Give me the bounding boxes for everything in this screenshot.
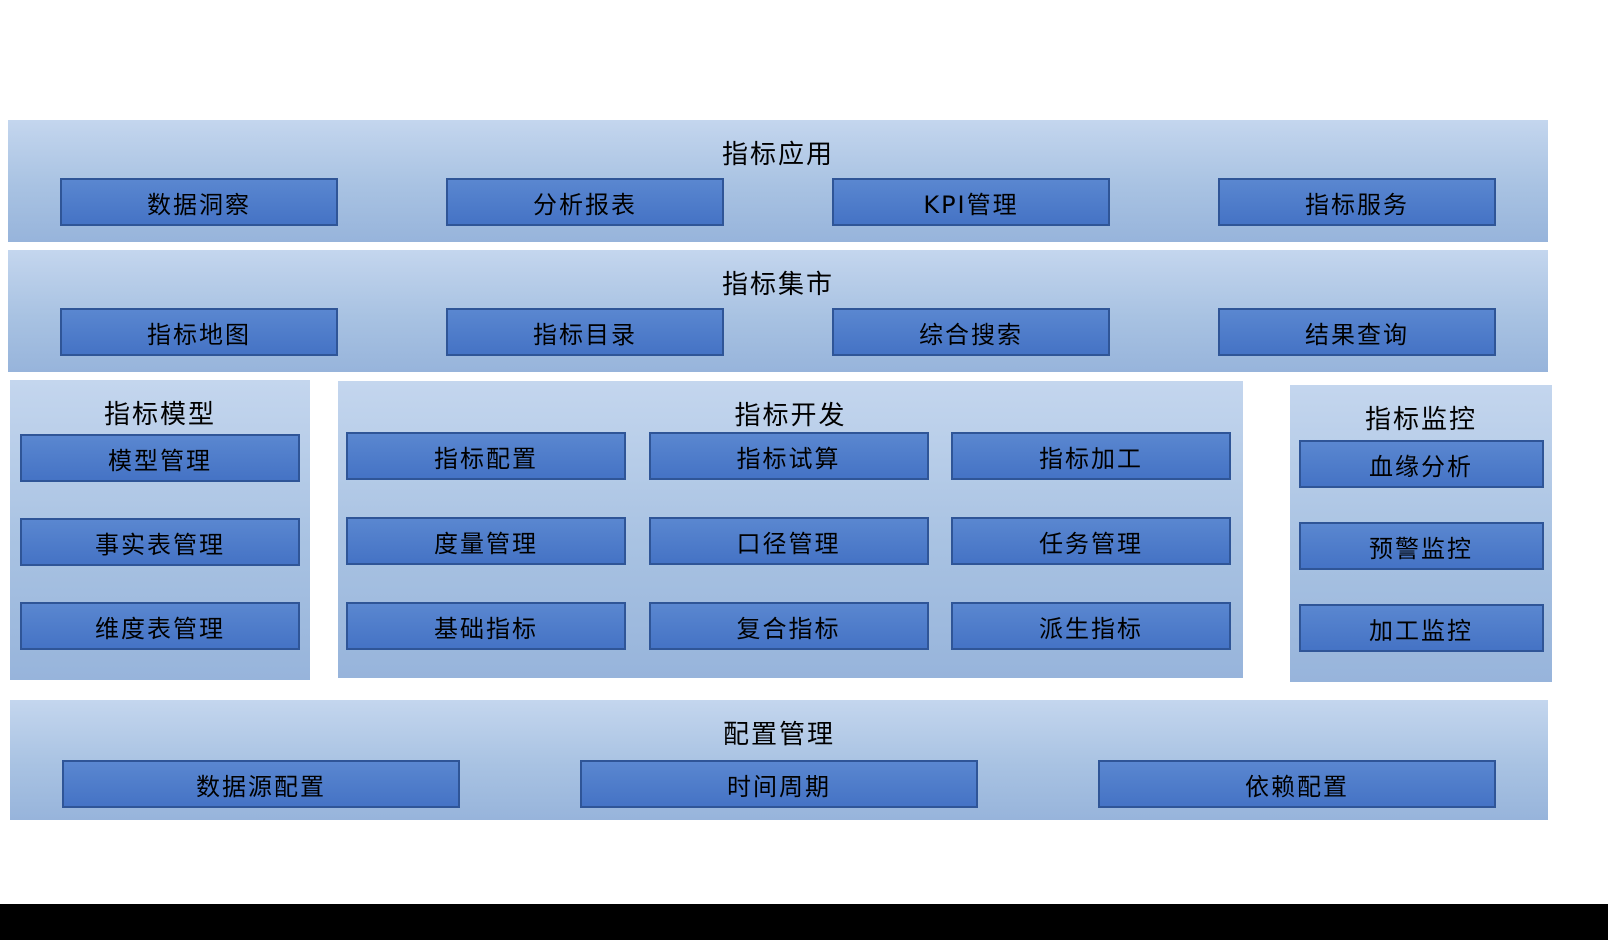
- module-box-time-period: 时间周期: [580, 760, 978, 808]
- module-box-caliber-management: 口径管理: [648, 517, 929, 565]
- module-box-kpi-management: KPI管理: [832, 178, 1110, 226]
- development-items-grid: 指标配置 指标试算 指标加工 度量管理 口径管理 任务管理 基础指标 复合指标 …: [346, 432, 1231, 650]
- section-monitoring: 指标监控 血缘分析 预警监控 加工监控: [1290, 385, 1552, 682]
- module-box-processing-monitoring: 加工监控: [1298, 604, 1544, 652]
- module-box-global-search: 综合搜索: [832, 308, 1110, 356]
- section-market-title: 指标集市: [721, 270, 834, 300]
- module-box-metric-service: 指标服务: [1218, 178, 1496, 226]
- module-box-metric-config: 指标配置: [346, 432, 626, 480]
- section-configuration: 配置管理 数据源配置 时间周期 依赖配置: [10, 700, 1548, 820]
- section-market: 指标集市 指标地图 指标目录 综合搜索 结果查询: [8, 250, 1548, 372]
- module-box-metric-processing: 指标加工: [951, 432, 1231, 480]
- module-box-metric-map: 指标地图: [60, 308, 338, 356]
- bottom-black-bar: [0, 904, 1608, 940]
- module-box-composite-metric: 复合指标: [648, 602, 929, 650]
- module-box-result-query: 结果查询: [1218, 308, 1496, 356]
- section-model: 指标模型 模型管理 事实表管理 维度表管理: [10, 380, 310, 680]
- section-model-title: 指标模型: [103, 400, 216, 430]
- model-items-column: 模型管理 事实表管理 维度表管理: [10, 434, 310, 650]
- module-box-analysis-report: 分析报表: [446, 178, 724, 226]
- application-items-row: 数据洞察 分析报表 KPI管理 指标服务: [8, 178, 1548, 226]
- module-box-task-management: 任务管理: [951, 517, 1231, 565]
- module-box-dependency-config: 依赖配置: [1098, 760, 1496, 808]
- monitoring-items-column: 血缘分析 预警监控 加工监控: [1290, 440, 1552, 652]
- section-application-title: 指标应用: [721, 140, 834, 170]
- module-box-datasource-config: 数据源配置: [62, 760, 460, 808]
- section-development: 指标开发 指标配置 指标试算 指标加工 度量管理 口径管理 任务管理 基础指标 …: [338, 381, 1243, 678]
- section-monitoring-title: 指标监控: [1364, 405, 1477, 435]
- configuration-items-row: 数据源配置 时间周期 依赖配置: [10, 760, 1548, 808]
- market-items-row: 指标地图 指标目录 综合搜索 结果查询: [8, 308, 1548, 356]
- section-development-title: 指标开发: [734, 401, 847, 431]
- module-box-basic-metric: 基础指标: [346, 602, 626, 650]
- section-application: 指标应用 数据洞察 分析报表 KPI管理 指标服务: [8, 120, 1548, 242]
- module-box-alert-monitoring: 预警监控: [1298, 522, 1544, 570]
- module-box-derived-metric: 派生指标: [951, 602, 1231, 650]
- module-box-lineage-analysis: 血缘分析: [1298, 440, 1544, 488]
- module-box-model-management: 模型管理: [20, 434, 300, 482]
- module-box-metric-catalog: 指标目录: [446, 308, 724, 356]
- section-configuration-title: 配置管理: [722, 720, 835, 750]
- module-box-fact-table-management: 事实表管理: [20, 518, 300, 566]
- module-box-dim-table-management: 维度表管理: [20, 602, 300, 650]
- module-box-measure-management: 度量管理: [346, 517, 626, 565]
- module-box-data-insight: 数据洞察: [60, 178, 338, 226]
- module-box-metric-trial-calc: 指标试算: [648, 432, 929, 480]
